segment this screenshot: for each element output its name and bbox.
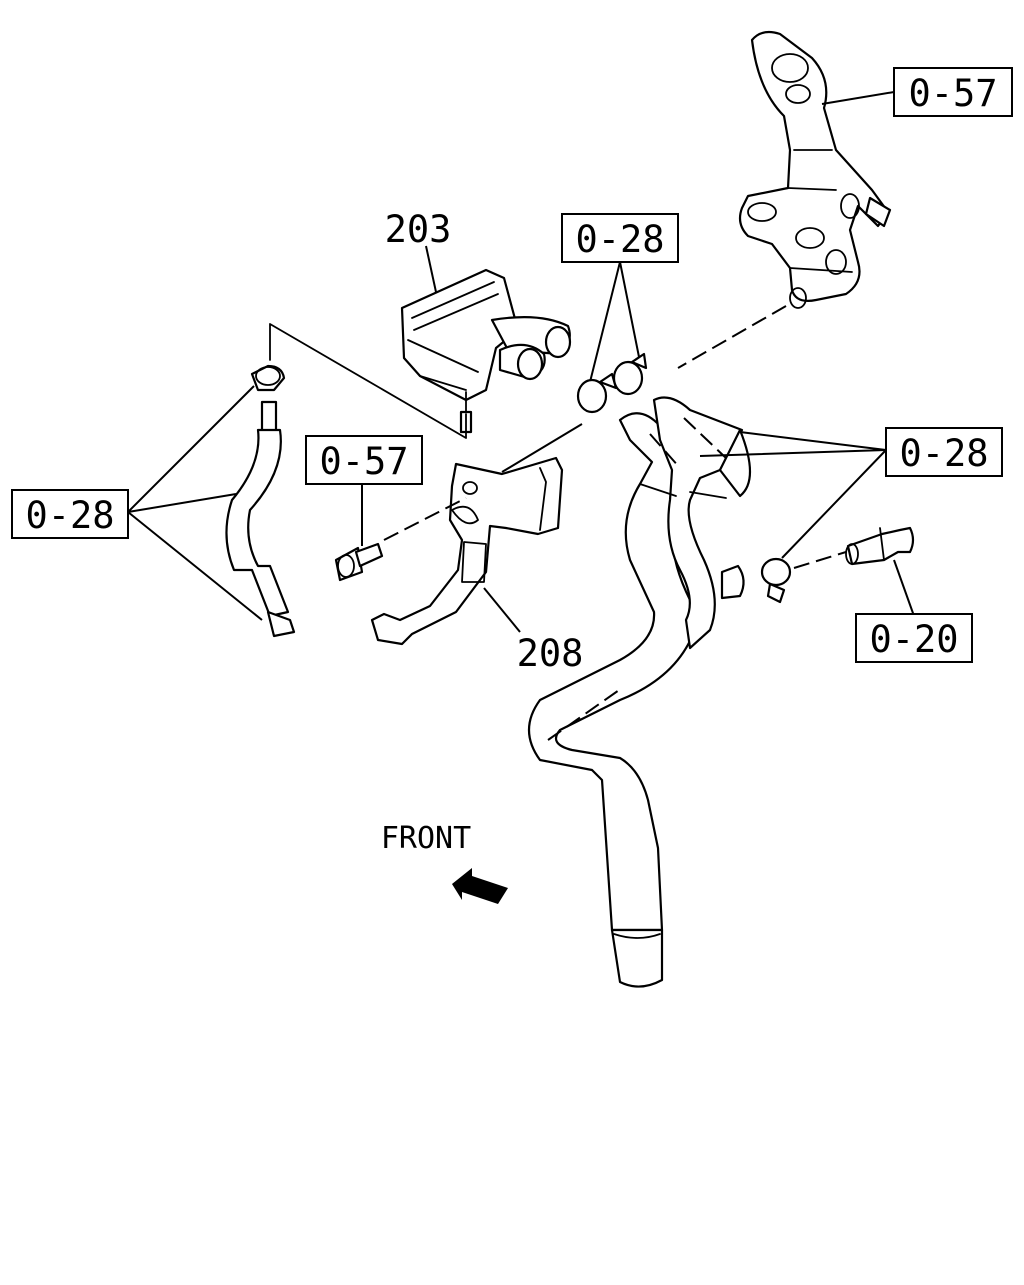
main-hose-assembly [528,396,751,988]
callout-bracket-top-right: 0-57 [908,72,997,115]
alignment-line [677,305,787,369]
leader-bracket [483,587,521,633]
callout-box [855,613,973,663]
leader-hoses-right [699,431,887,559]
assembly-line [501,423,583,473]
callout-box [11,489,129,539]
hose-connector [845,526,915,566]
canister-bracket [370,456,564,646]
leader-canister [425,245,437,293]
label-canister: 203 [385,208,452,251]
callout-box [305,435,423,485]
leader-hose-left [127,385,263,621]
callout-box [561,213,679,263]
callout-hose-left: 0-28 [25,494,114,537]
callout-hoses-right: 0-28 [899,432,988,475]
hose-clamp-pair [576,352,648,414]
callout-box [885,427,1003,477]
flange-bolt [334,542,384,582]
leader-bracket-top-right [821,91,895,105]
leader-clamps-top [589,261,641,383]
callout-bolt: 0-57 [319,440,408,483]
vapor-canister [400,268,572,434]
front-label: FRONT [381,821,471,856]
leader-connector [893,559,915,617]
callout-connector: 0-20 [869,618,958,661]
alignment-line [793,551,847,569]
callout-clamps-top: 0-28 [575,218,664,261]
small-hose-left [225,364,296,638]
label-bracket: 208 [517,632,584,675]
front-arrow-icon [452,868,508,904]
engine-mount-bracket [738,30,892,309]
assembly-line [269,323,467,439]
callout-box [893,67,1013,117]
hose-clamp-right [760,557,792,604]
alignment-line [383,497,467,541]
